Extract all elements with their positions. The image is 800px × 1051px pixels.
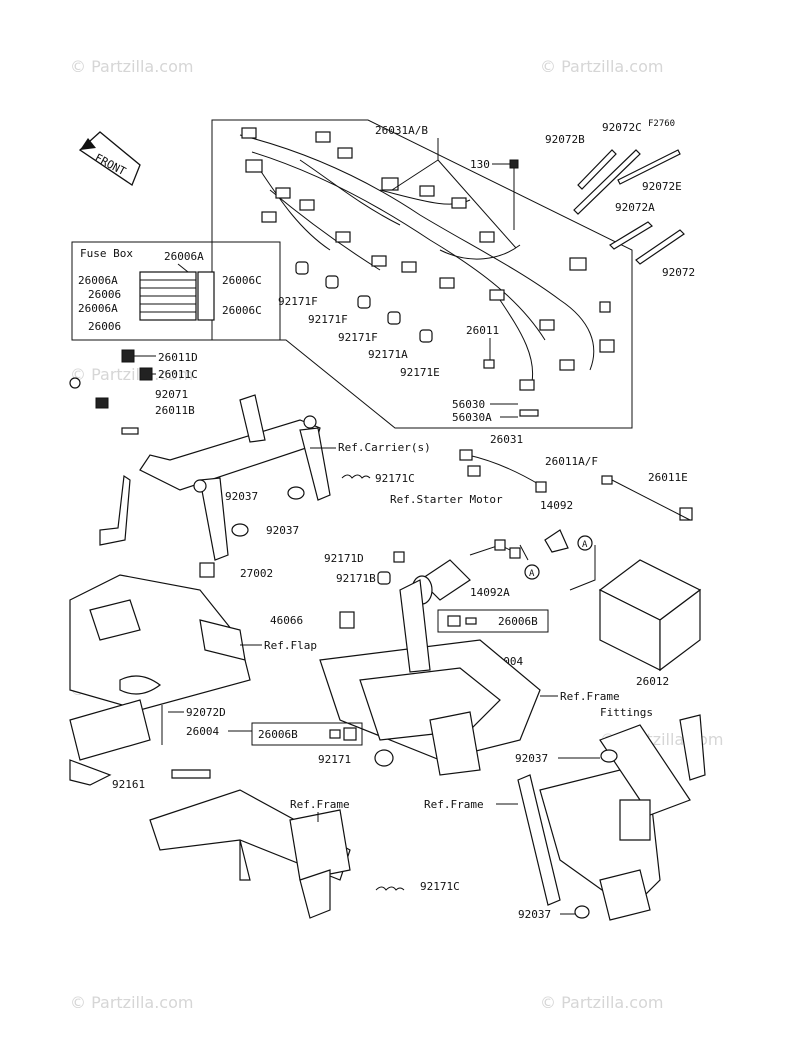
callout-box-26006b (437, 609, 549, 633)
label-56030a: 56030A (452, 411, 492, 424)
relay-icons (69, 349, 153, 435)
battery (598, 559, 702, 672)
battery-tray (319, 579, 541, 776)
label-ref-frame-fittings: Ref.Frame (560, 690, 620, 703)
label-92161: 92161 (112, 778, 145, 791)
label-92037-3: 92037 (515, 752, 548, 765)
label-26011c: 26011C (158, 368, 198, 381)
fuse-label: 26006C (222, 274, 262, 287)
watermark: © Partzilla.com (70, 57, 193, 76)
label-92072c: 92072C (602, 121, 642, 134)
clamp-icons (295, 261, 433, 343)
fuse-label: 26006A (164, 250, 204, 263)
label-92171c: 92171C (375, 472, 415, 485)
label-130: 130 (470, 158, 490, 171)
label-46066: 46066 (270, 614, 303, 627)
label-26031ab: 26031A/B (375, 124, 428, 137)
label-ref-carrier: Ref.Carrier(s) (338, 441, 431, 454)
label-26011: 26011 (466, 324, 499, 337)
fuse-label: 26006 (88, 288, 121, 301)
label-ref-frame-2: Ref.Frame (424, 798, 484, 811)
fuse-label: 26006A (78, 302, 118, 315)
watermark: © Partzilla.com (540, 57, 663, 76)
label-92171b: 92171B (336, 572, 376, 585)
label-92171f-1: 92171F (278, 295, 318, 308)
label-92171c-2: 92171C (420, 880, 460, 893)
watermark: © Partzilla.com (70, 993, 193, 1012)
main-wire-harness (239, 127, 615, 391)
watermark: © Partzilla.com (70, 365, 193, 384)
label-92072d: 92072D (186, 706, 226, 719)
label-ref-starter-motor: Ref.Starter Motor (390, 493, 503, 506)
callout-letter: A (582, 540, 588, 550)
label-92037-1: 92037 (225, 490, 258, 503)
label-26006b-2: 26006B (258, 728, 298, 741)
fuse-label: 26006 (88, 320, 121, 333)
label-ref-flap: Ref.Flap (264, 639, 317, 652)
label-ref-frame-1: Ref.Frame (290, 798, 350, 811)
flap-panel (69, 574, 251, 786)
label-92171d: 92171D (324, 552, 364, 565)
label-14092a: 14092A (470, 586, 510, 599)
label-92071: 92071 (155, 388, 188, 401)
watermark: © Partzilla.com (540, 993, 663, 1012)
label-26011e: 26011E (648, 471, 688, 484)
front-arrow-icon: FRONT (78, 131, 141, 186)
label-92171e: 92171E (400, 366, 440, 379)
fuse-box-inset: Fuse Box 26006A 26006A 26006 26006A 2600… (71, 241, 281, 341)
label-92037-4: 92037 (518, 908, 551, 921)
label-26004-2: 26004 (186, 725, 219, 738)
fuse-label: 26006A (78, 274, 118, 287)
callout-letter: A (529, 569, 535, 579)
label-fittings: Fittings (600, 706, 653, 719)
lower-left-bracket (149, 789, 351, 919)
label-26011d: 26011D (158, 351, 198, 364)
callout-box-26006b-lower (251, 722, 363, 746)
label-26031: 26031 (490, 433, 523, 446)
label-92072b: 92072B (545, 133, 585, 146)
label-92072a: 92072A (615, 201, 655, 214)
label-14092: 14092 (540, 499, 573, 512)
label-92037-2: 92037 (266, 524, 299, 537)
label-26006b-1: 26006B (498, 615, 538, 628)
label-27002: 27002 (240, 567, 273, 580)
fuse-label: 26006C (222, 304, 262, 317)
fuse-box-title: Fuse Box (80, 247, 133, 260)
carrier-frame (99, 394, 331, 561)
label-92072: 92072 (662, 266, 695, 279)
label-92171f-2: 92171F (308, 313, 348, 326)
lower-right-frame (517, 714, 706, 921)
label-92072e: 92072E (642, 180, 682, 193)
label-92171a: 92171A (368, 348, 408, 361)
label-26011b: 26011B (155, 404, 195, 417)
harness-group-outline (211, 119, 633, 429)
label-92171f-3: 92171F (338, 331, 378, 344)
figure-code: F2760 (648, 119, 675, 129)
label-26011af: 26011A/F (545, 455, 598, 468)
label-26012: 26012 (636, 675, 669, 688)
label-92171: 92171 (318, 753, 351, 766)
label-56030: 56030 (452, 398, 485, 411)
